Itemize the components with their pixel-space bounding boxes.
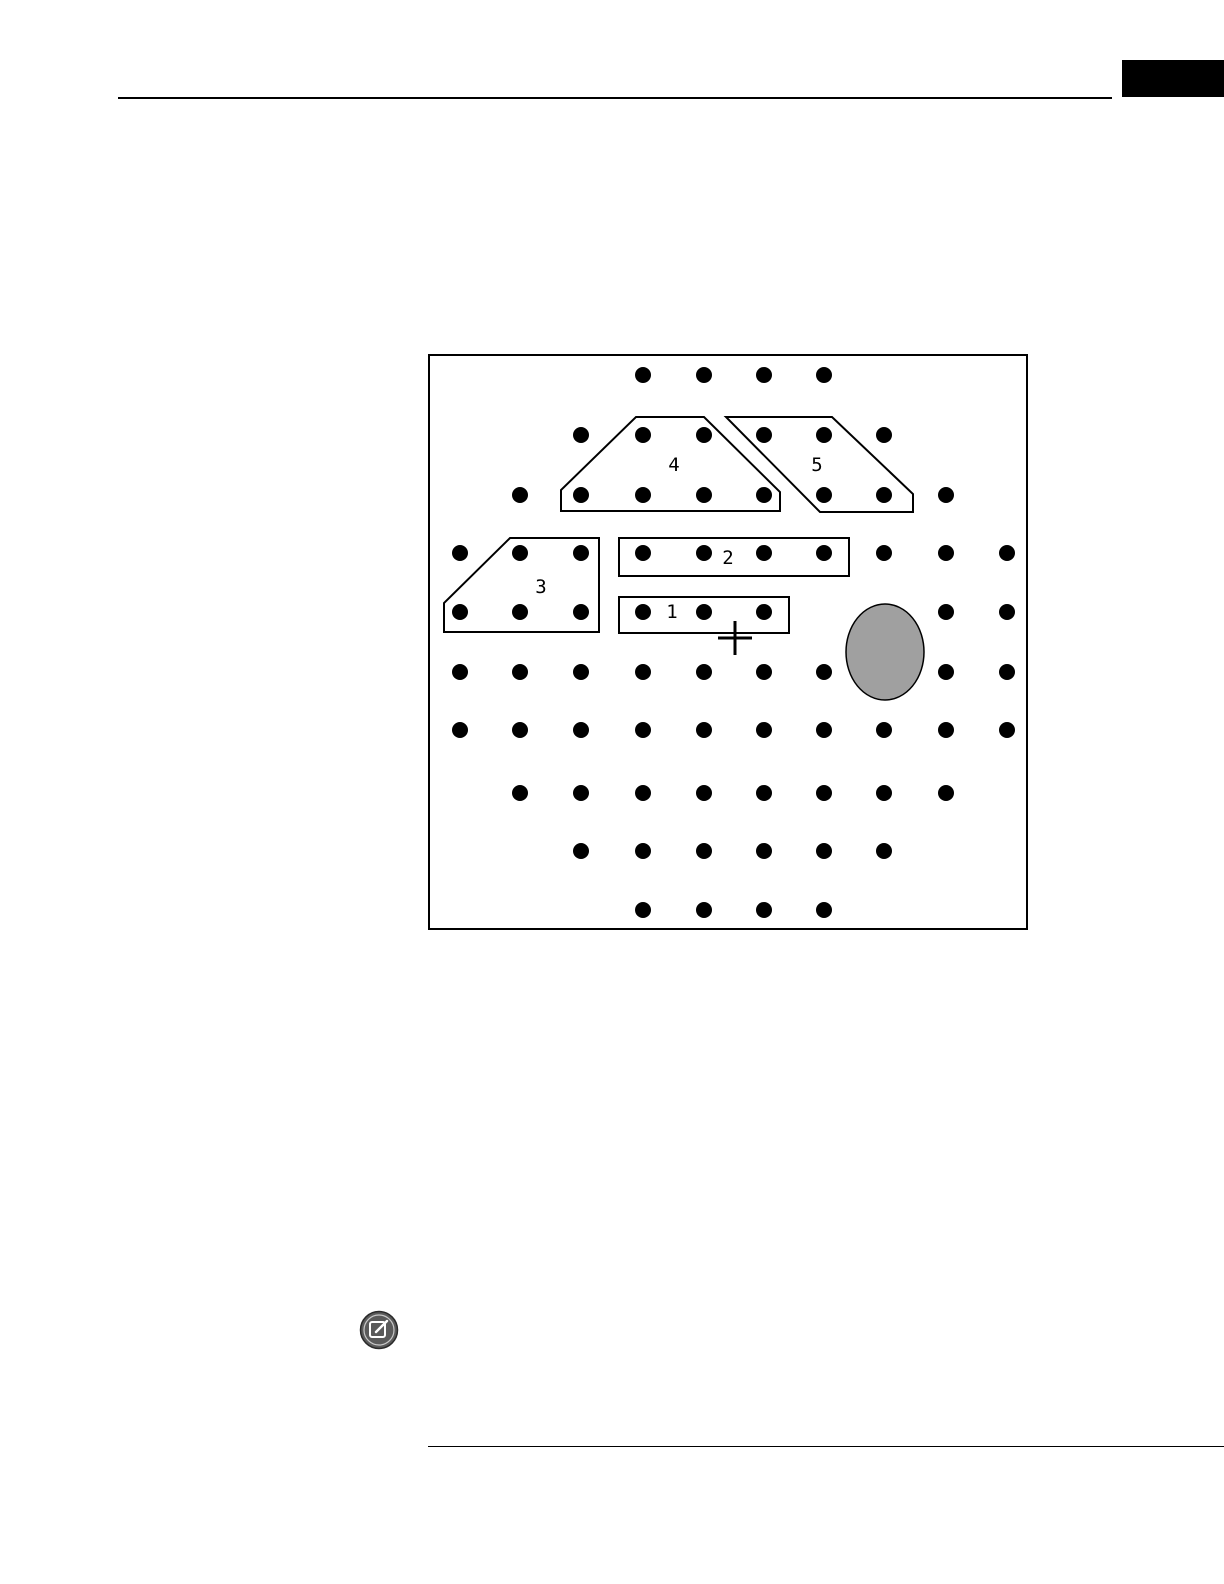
test-point [816, 427, 832, 443]
test-point [938, 604, 954, 620]
test-point [756, 843, 772, 859]
test-point [938, 487, 954, 503]
test-point [512, 545, 528, 561]
test-point [512, 664, 528, 680]
test-point [635, 545, 651, 561]
test-point [756, 545, 772, 561]
test-point [756, 785, 772, 801]
test-point [696, 902, 712, 918]
test-point [696, 427, 712, 443]
test-point [876, 722, 892, 738]
visual-field-figure: 1 2 3 4 5 [428, 354, 1028, 930]
zone-1-label: 1 [666, 601, 677, 623]
test-point [938, 722, 954, 738]
test-point [816, 722, 832, 738]
test-point [999, 664, 1015, 680]
test-point [635, 785, 651, 801]
test-point [452, 545, 468, 561]
test-point [635, 427, 651, 443]
test-point [756, 427, 772, 443]
test-point [635, 843, 651, 859]
test-point [573, 487, 589, 503]
test-point [635, 722, 651, 738]
test-point [696, 843, 712, 859]
test-point [816, 487, 832, 503]
test-point [452, 722, 468, 738]
test-point [756, 902, 772, 918]
test-point [999, 604, 1015, 620]
test-point [512, 487, 528, 503]
test-point [635, 604, 651, 620]
test-point [816, 545, 832, 561]
test-point [696, 367, 712, 383]
test-point [573, 545, 589, 561]
test-point [696, 604, 712, 620]
test-point [573, 664, 589, 680]
test-point [876, 785, 892, 801]
test-point [756, 664, 772, 680]
blind-spot-ellipse [846, 604, 924, 700]
test-point [635, 487, 651, 503]
test-point [635, 902, 651, 918]
test-point [696, 722, 712, 738]
test-point [696, 487, 712, 503]
test-point [512, 604, 528, 620]
test-point [573, 604, 589, 620]
test-point [999, 545, 1015, 561]
test-point [573, 843, 589, 859]
zone-4-label: 4 [668, 454, 679, 476]
zone-5-label: 5 [811, 454, 822, 476]
test-point [573, 785, 589, 801]
test-point [876, 545, 892, 561]
test-point [756, 722, 772, 738]
test-point [696, 664, 712, 680]
test-point [573, 722, 589, 738]
test-point [512, 722, 528, 738]
header-rule [118, 97, 1112, 99]
test-point [512, 785, 528, 801]
visual-field-grid: 1 2 3 4 5 [428, 354, 1028, 930]
test-point [452, 664, 468, 680]
test-point [999, 722, 1015, 738]
test-point [938, 545, 954, 561]
footer-rule [428, 1446, 1224, 1447]
test-point [756, 604, 772, 620]
test-point [816, 843, 832, 859]
test-point [635, 664, 651, 680]
test-point [635, 367, 651, 383]
test-point [938, 664, 954, 680]
test-point [876, 843, 892, 859]
test-point [696, 785, 712, 801]
zone-2-label: 2 [722, 547, 733, 569]
test-point [696, 545, 712, 561]
test-point [816, 902, 832, 918]
test-point [876, 487, 892, 503]
test-point [816, 664, 832, 680]
test-point [756, 367, 772, 383]
test-point [756, 487, 772, 503]
chapter-tab [1122, 60, 1224, 97]
test-point [938, 785, 954, 801]
test-point [816, 367, 832, 383]
note-edit-icon [359, 1310, 399, 1350]
zone-3-label: 3 [535, 576, 546, 598]
test-point [452, 604, 468, 620]
test-point [876, 427, 892, 443]
test-point [573, 427, 589, 443]
test-point [816, 785, 832, 801]
